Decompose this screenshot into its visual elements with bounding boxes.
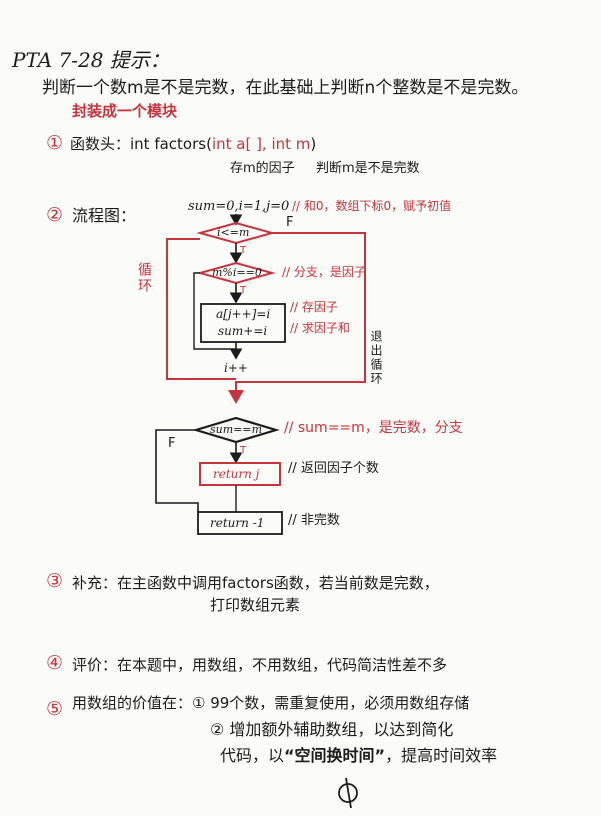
- sum-false-path: [156, 430, 198, 512]
- section-5-line-1: 用数组的价值在：① 99个数，需重复使用，必须用数组存储: [72, 696, 469, 711]
- return-neg-note: // 非完数: [288, 514, 340, 527]
- loop-false-label: F: [286, 216, 293, 229]
- space-for-time-phrase: “空间换时间”: [284, 746, 385, 765]
- section-4-text: 评价：在本题中，用数组，不用数组，代码简洁性差不多: [72, 658, 447, 673]
- section-5-line-3a: 代码，以: [220, 746, 284, 765]
- section-3-marker: ③: [46, 572, 63, 591]
- section-4-marker: ④: [46, 654, 63, 673]
- section-5-line-3c: ，提高时间效率: [385, 746, 497, 765]
- section-3-line-2: 打印数组元素: [210, 598, 300, 613]
- increment-statement: i++: [224, 362, 248, 374]
- mod-condition-text: m%i==0: [212, 267, 262, 278]
- section-5-line-2: ② 增加额外辅助数组，以达到简化: [210, 722, 453, 738]
- init-statement: sum=0,i=1,j=0: [188, 200, 289, 213]
- section-3-line-1: 补充：在主函数中调用factors函数，若当前数是完数，: [72, 576, 439, 591]
- section-5-marker: ⑤: [46, 700, 63, 719]
- sum-false-label: F: [168, 437, 175, 450]
- loop-true-label: T: [240, 246, 246, 256]
- exit-loop-label: 退出循环: [370, 330, 382, 386]
- sum-condition-text: sum==m: [210, 424, 262, 435]
- mod-condition-note: // 分支，是因子: [282, 266, 366, 278]
- store-factor-statement: a[j++]=i: [216, 308, 270, 320]
- return-j-text: return j: [213, 468, 259, 480]
- init-note: // 和0，数组下标0，赋予初值: [292, 200, 451, 212]
- sum-condition-note: // sum==m，是完数，分支: [284, 421, 463, 435]
- return-j-note: // 返回因子个数: [288, 462, 379, 475]
- section-5-line-3: 代码，以“空间换时间”，提高时间效率: [220, 748, 497, 764]
- sum-note: // 求因子和: [290, 322, 350, 334]
- return-neg-text: return -1: [210, 517, 264, 529]
- store-factor-note: // 存因子: [290, 301, 338, 313]
- loop-side-label: 循环: [137, 262, 151, 294]
- sum-statement: sum+=i: [218, 325, 267, 337]
- mod-true-label: T: [240, 286, 246, 296]
- sum-true-label: T: [240, 446, 246, 456]
- loop-condition-text: i<=m: [217, 227, 249, 238]
- end-mark-stroke: [346, 778, 351, 808]
